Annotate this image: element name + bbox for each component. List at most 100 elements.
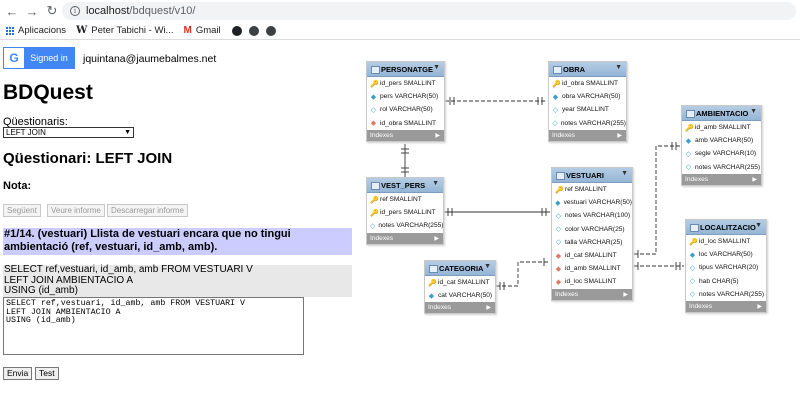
- diamond-outline-icon: ◇: [689, 277, 696, 285]
- relation-vestuari-ambientacio: [634, 146, 680, 254]
- er-table-localitzacio[interactable]: LOCALITZACIO▼ 🔑id_loc SMALLINT ◆loc VARC…: [685, 219, 767, 313]
- er-column[interactable]: ◇hab CHAR(5): [686, 275, 766, 288]
- er-column[interactable]: 🔑ref SMALLINT: [552, 183, 632, 196]
- er-table-vest-pers[interactable]: VEST_PERS ▼ 🔑ref SMALLINT 🔑id_pers SMALLI…: [366, 177, 444, 245]
- er-column-text: talla VARCHAR(25): [565, 239, 622, 246]
- primary-key-icon: 🔑: [685, 124, 692, 132]
- chevron-down-icon[interactable]: ▼: [615, 64, 622, 71]
- foreign-key-icon: 🔑: [370, 209, 377, 217]
- chevron-down-icon[interactable]: ▼: [484, 263, 491, 270]
- er-column[interactable]: ◆id_loc SMALLINT: [552, 275, 632, 288]
- indexes-label: Indexes: [428, 304, 451, 311]
- chevron-down-icon[interactable]: ▼: [433, 64, 440, 71]
- indexes-label: Indexes: [370, 235, 393, 242]
- diamond-outline-icon: ◇: [689, 290, 696, 298]
- diamond-outline-icon: ◇: [689, 264, 696, 272]
- er-column[interactable]: ◆obra VARCHAR(50): [549, 90, 626, 103]
- er-table-header[interactable]: LOCALITZACIO▼: [686, 220, 766, 235]
- primary-key-icon: 🔑: [689, 238, 696, 246]
- er-table-indexes[interactable]: Indexes▶: [425, 302, 495, 313]
- er-table-indexes[interactable]: Indexes▶: [682, 174, 761, 185]
- diamond-outline-icon: ◇: [370, 106, 377, 114]
- er-column-text: id_obra SMALLINT: [380, 120, 436, 127]
- indexes-label: Indexes: [552, 132, 575, 139]
- er-column[interactable]: ◆id_obra SMALLINT: [367, 117, 444, 130]
- chevron-down-icon[interactable]: ▼: [621, 170, 628, 177]
- er-table-header[interactable]: PERSONATGE▼: [367, 62, 444, 77]
- er-table-categoria[interactable]: CATEGORIA▼ 🔑id_cat SMALLINT ◆cat VARCHAR…: [424, 260, 496, 314]
- er-column-text: pers VARCHAR(50): [380, 93, 438, 100]
- triangle-right-icon: ▶: [435, 132, 440, 139]
- er-column[interactable]: ◆id_cat SMALLINT: [552, 249, 632, 262]
- er-table-header[interactable]: VESTUARI▼: [552, 168, 632, 183]
- er-column[interactable]: 🔑id_amb SMALLINT: [682, 121, 761, 134]
- chevron-down-icon[interactable]: ▼: [755, 222, 762, 229]
- er-column[interactable]: ◇year SMALLINT: [549, 103, 626, 116]
- er-column[interactable]: 🔑ref SMALLINT: [367, 193, 443, 206]
- er-column-text: obra VARCHAR(50): [562, 93, 621, 100]
- er-table-personatge[interactable]: PERSONATGE▼ 🔑id_pers SMALLINT ◆pers VARC…: [366, 61, 445, 142]
- er-column[interactable]: ◇notes VARCHAR(255): [549, 117, 626, 130]
- er-column-text: rol VARCHAR(50): [380, 106, 433, 113]
- er-table-indexes[interactable]: Indexes▶: [367, 233, 443, 244]
- er-column[interactable]: ◆id_amb SMALLINT: [552, 262, 632, 275]
- er-table-header[interactable]: OBRA▼: [549, 62, 626, 77]
- er-table-indexes[interactable]: Indexes▶: [549, 130, 626, 141]
- foreign-key-diamond-icon: ◆: [555, 265, 562, 273]
- er-column-text: notes VARCHAR(255): [561, 120, 626, 127]
- er-column-text: tipus VARCHAR(20): [699, 264, 758, 271]
- indexes-label: Indexes: [685, 176, 708, 183]
- er-table-header[interactable]: AMBIENTACIO▼: [682, 106, 761, 121]
- er-table-vestuari[interactable]: VESTUARI▼ 🔑ref SMALLINT ◆vestuari VARCHA…: [551, 167, 633, 301]
- indexes-label: Indexes: [370, 132, 393, 139]
- er-column[interactable]: ◇notes VARCHAR(100): [552, 209, 632, 222]
- foreign-key-diamond-icon: ◆: [555, 252, 562, 260]
- er-table-indexes[interactable]: Indexes▶: [552, 289, 632, 300]
- er-column[interactable]: ◆pers VARCHAR(50): [367, 90, 444, 103]
- diamond-icon: ◆: [689, 251, 696, 259]
- er-table-indexes[interactable]: Indexes ▶: [367, 130, 444, 141]
- er-column-text: notes VARCHAR(255): [699, 291, 764, 298]
- er-column[interactable]: ◆amb VARCHAR(50): [682, 134, 761, 147]
- er-column[interactable]: 🔑id_loc SMALLINT: [686, 235, 766, 248]
- er-column-text: cat VARCHAR(50): [438, 292, 492, 299]
- er-column[interactable]: 🔑id_cat SMALLINT: [425, 276, 495, 289]
- er-column-text: ref SMALLINT: [565, 186, 607, 193]
- er-column[interactable]: 🔑id_obra SMALLINT: [549, 77, 626, 90]
- diamond-icon: ◆: [685, 137, 692, 145]
- er-column[interactable]: ◇segle VARCHAR(10): [682, 147, 761, 160]
- er-column[interactable]: ◇notes VARCHAR(255): [686, 288, 766, 301]
- foreign-key-diamond-icon: ◆: [555, 278, 562, 286]
- er-table-header[interactable]: VEST_PERS ▼: [367, 178, 443, 193]
- er-column-text: notes VARCHAR(100): [565, 212, 630, 219]
- er-column-text: id_obra SMALLINT: [562, 80, 618, 87]
- er-column[interactable]: ◇talla VARCHAR(25): [552, 236, 632, 249]
- er-column[interactable]: ◇notes VARCHAR(255): [367, 219, 443, 232]
- er-column[interactable]: ◆loc VARCHAR(50): [686, 248, 766, 261]
- diamond-outline-icon: ◇: [555, 225, 562, 233]
- er-table-obra[interactable]: OBRA▼ 🔑id_obra SMALLINT ◆obra VARCHAR(50…: [548, 61, 627, 142]
- er-column[interactable]: ◇notes VARCHAR(255): [682, 161, 761, 174]
- er-table-header[interactable]: CATEGORIA▼: [425, 261, 495, 276]
- er-column-text: year SMALLINT: [562, 106, 609, 113]
- diamond-icon: ◆: [552, 93, 559, 101]
- er-column-text: notes VARCHAR(255): [378, 222, 443, 229]
- er-column[interactable]: ◆vestuari VARCHAR(50): [552, 196, 632, 209]
- er-column[interactable]: ◆cat VARCHAR(50): [425, 289, 495, 302]
- er-column[interactable]: ◇tipus VARCHAR(20): [686, 261, 766, 274]
- chevron-down-icon[interactable]: ▼: [432, 180, 439, 187]
- er-column-text: vestuari VARCHAR(50): [564, 199, 632, 206]
- er-table-name: PERSONATGE: [381, 65, 433, 74]
- er-column[interactable]: 🔑id_pers SMALLINT: [367, 206, 443, 219]
- er-table-ambientacio[interactable]: AMBIENTACIO▼ 🔑id_amb SMALLINT ◆amb VARCH…: [681, 105, 762, 186]
- indexes-label: Indexes: [689, 303, 712, 310]
- er-column[interactable]: ◇rol VARCHAR(50): [367, 103, 444, 116]
- er-table-name: VEST_PERS: [381, 181, 425, 190]
- er-column-text: loc VARCHAR(50): [699, 251, 753, 258]
- er-table-indexes[interactable]: Indexes▶: [686, 301, 766, 312]
- er-column[interactable]: 🔑id_pers SMALLINT: [367, 77, 444, 90]
- er-column[interactable]: ◇color VARCHAR(25): [552, 223, 632, 236]
- er-column-text: ref SMALLINT: [380, 196, 422, 203]
- diamond-outline-icon: ◇: [370, 222, 375, 230]
- chevron-down-icon[interactable]: ▼: [750, 108, 757, 115]
